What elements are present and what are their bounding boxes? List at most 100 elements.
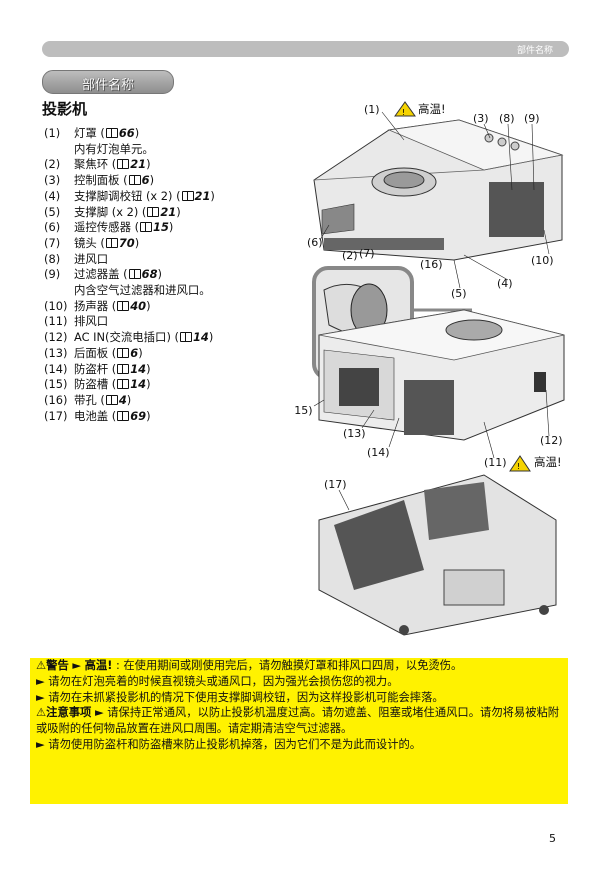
caution-label: 注意事项: [46, 706, 92, 720]
projector-rear-view: [318, 309, 565, 441]
filter-cover-vents: [489, 182, 544, 237]
part-number: (13): [44, 345, 68, 360]
callout-17: (17): [324, 478, 347, 491]
part-name: 扬声器 (: [74, 298, 117, 313]
part-name: 控制面板 (: [74, 173, 128, 188]
part-suffix: ): [126, 392, 132, 407]
part-item: (14)防盗杆 (14): [44, 362, 294, 378]
book-icon: [128, 175, 141, 186]
part-number: (12): [44, 330, 68, 345]
svg-text:!: !: [402, 108, 405, 117]
book-icon: [117, 300, 130, 311]
part-item: (2)聚焦环 (21): [44, 157, 294, 173]
part-number: (11): [44, 314, 68, 329]
part-item: (9)过滤器盖 (68): [44, 267, 294, 283]
callout-7: (7): [359, 247, 375, 260]
page-reference-link[interactable]: 21: [130, 157, 147, 172]
part-suffix: ): [149, 173, 155, 188]
part-number: (4): [44, 188, 61, 203]
callout-9: (9): [524, 112, 540, 125]
part-item: (1) 灯罩 ( 66): [44, 126, 294, 142]
part-number: (17): [44, 408, 68, 423]
part-note: 内含空气过滤器和进风口。: [74, 283, 211, 298]
arrow-icon: ►: [72, 659, 85, 672]
part-suffix: ): [146, 377, 151, 392]
page-reference-link[interactable]: 40: [130, 298, 147, 313]
part-item: (17)电池盖 (69): [44, 409, 294, 425]
page-reference-link[interactable]: 70: [118, 235, 135, 250]
part-suffix: ): [146, 361, 151, 376]
page-reference-link[interactable]: 14: [130, 377, 147, 392]
part-suffix: ): [134, 126, 140, 140]
callout-15: (15): [294, 404, 313, 417]
callout-2: (2): [342, 249, 358, 262]
part-number: (1): [44, 126, 61, 140]
book-icon: [117, 410, 130, 421]
part-item: (11)排风口: [44, 314, 294, 330]
book-icon: [140, 222, 153, 233]
book-icon: [117, 379, 130, 390]
warning-item: ► 请勿使用防盗杆和防盗槽来防止投影机掉落，因为它们不是为此而设计的。: [30, 737, 568, 753]
part-number: (3): [44, 173, 61, 188]
page-reference-link[interactable]: 14: [192, 330, 209, 345]
part-item: (12)AC IN(交流电插口) (14): [44, 330, 294, 346]
part-number: (8): [44, 251, 61, 266]
callout-13: (13): [343, 427, 366, 440]
hot-label: 高温!: [418, 102, 446, 116]
book-icon: [105, 237, 118, 248]
page-reference-link[interactable]: 21: [160, 204, 177, 219]
hot-warning-icon: !: [394, 101, 416, 117]
part-name: 进风口: [74, 251, 109, 266]
page-reference-link[interactable]: 21: [194, 188, 211, 203]
part-name: 灯罩 (: [74, 126, 105, 140]
part-number: (6): [44, 220, 61, 235]
warning-triangle-icon: ⚠: [36, 659, 47, 672]
part-number: (2): [44, 157, 61, 172]
page-reference-link[interactable]: 15: [153, 220, 169, 235]
parts-list: (1)灯罩 (66)内有灯泡单元。(2)聚焦环 (21)(3)控制面板 (6)(…: [44, 126, 294, 424]
part-name: 带孔 (: [74, 392, 105, 407]
part-note: 内有灯泡单元。: [74, 141, 154, 156]
arrow-icon: ►: [36, 674, 49, 688]
book-icon: [117, 159, 130, 170]
part-item: (5)支撑脚 (x 2) (21): [44, 205, 294, 221]
section-title: 部件名称: [81, 78, 134, 93]
caution-paragraph: ⚠注意事项 ► 请保持正常通风，以防止投影机温度过高。请勿遮盖、阻塞或堵住通风口…: [30, 705, 568, 737]
part-suffix: ): [138, 345, 143, 360]
battery-cover: [443, 569, 505, 606]
part-item: (8) 进风口: [44, 252, 294, 268]
page-reference-link[interactable]: 69: [130, 408, 147, 423]
part-name: 防盗杆 (: [74, 361, 117, 376]
page-reference-link[interactable]: 6: [141, 173, 150, 188]
book-icon: [117, 363, 130, 374]
section-tag: 部件名称: [516, 46, 553, 56]
callout-4: (4): [497, 277, 513, 290]
projector-front-view: [313, 119, 564, 261]
warning-item-text: 请勿在灯泡亮着的时候直视镜头或通风口，因为强光会损伤您的视力。: [48, 674, 399, 688]
callout-14: (14): [367, 446, 390, 459]
page-reference-link[interactable]: 66: [118, 126, 135, 140]
page-reference-link[interactable]: 4: [118, 392, 127, 407]
part-suffix: ): [146, 408, 151, 423]
part-suffix: ): [146, 157, 151, 172]
warning-item-text: 请勿使用防盗杆和防盗槽来防止投影机掉落，因为它们不是为此而设计的。: [48, 737, 422, 751]
page-title: 投影机: [42, 100, 88, 118]
part-name: 防盗槽 (: [74, 377, 117, 392]
page-reference-link[interactable]: 14: [130, 361, 147, 376]
part-item: (13)后面板 (6): [44, 346, 294, 362]
part-number: (5): [44, 204, 61, 219]
warning-item: ► 请勿在未抓紧投影机的情况下使用支撑脚调校钮，因为这样投影机可能会摔落。: [30, 690, 568, 706]
page-reference-link[interactable]: 68: [141, 267, 158, 282]
caution-triangle-icon: ⚠: [36, 706, 47, 720]
part-suffix: ): [176, 204, 181, 219]
page-number: 5: [549, 832, 556, 845]
hot-warning-icon: !: [509, 455, 531, 472]
section-title-pill: 部件名称: [42, 70, 174, 94]
arrow-icon: ►: [36, 737, 49, 751]
part-number: (10): [44, 298, 68, 313]
projector-figure: ! ! (1) 高温! (3) (8) (9) (6) (2) (7) (16)…: [294, 101, 565, 636]
part-name: 过滤器盖 (: [74, 267, 128, 282]
page-reference-link[interactable]: 6: [130, 345, 139, 360]
part-suffix: ): [208, 330, 214, 345]
part-suffix: ): [146, 298, 151, 313]
